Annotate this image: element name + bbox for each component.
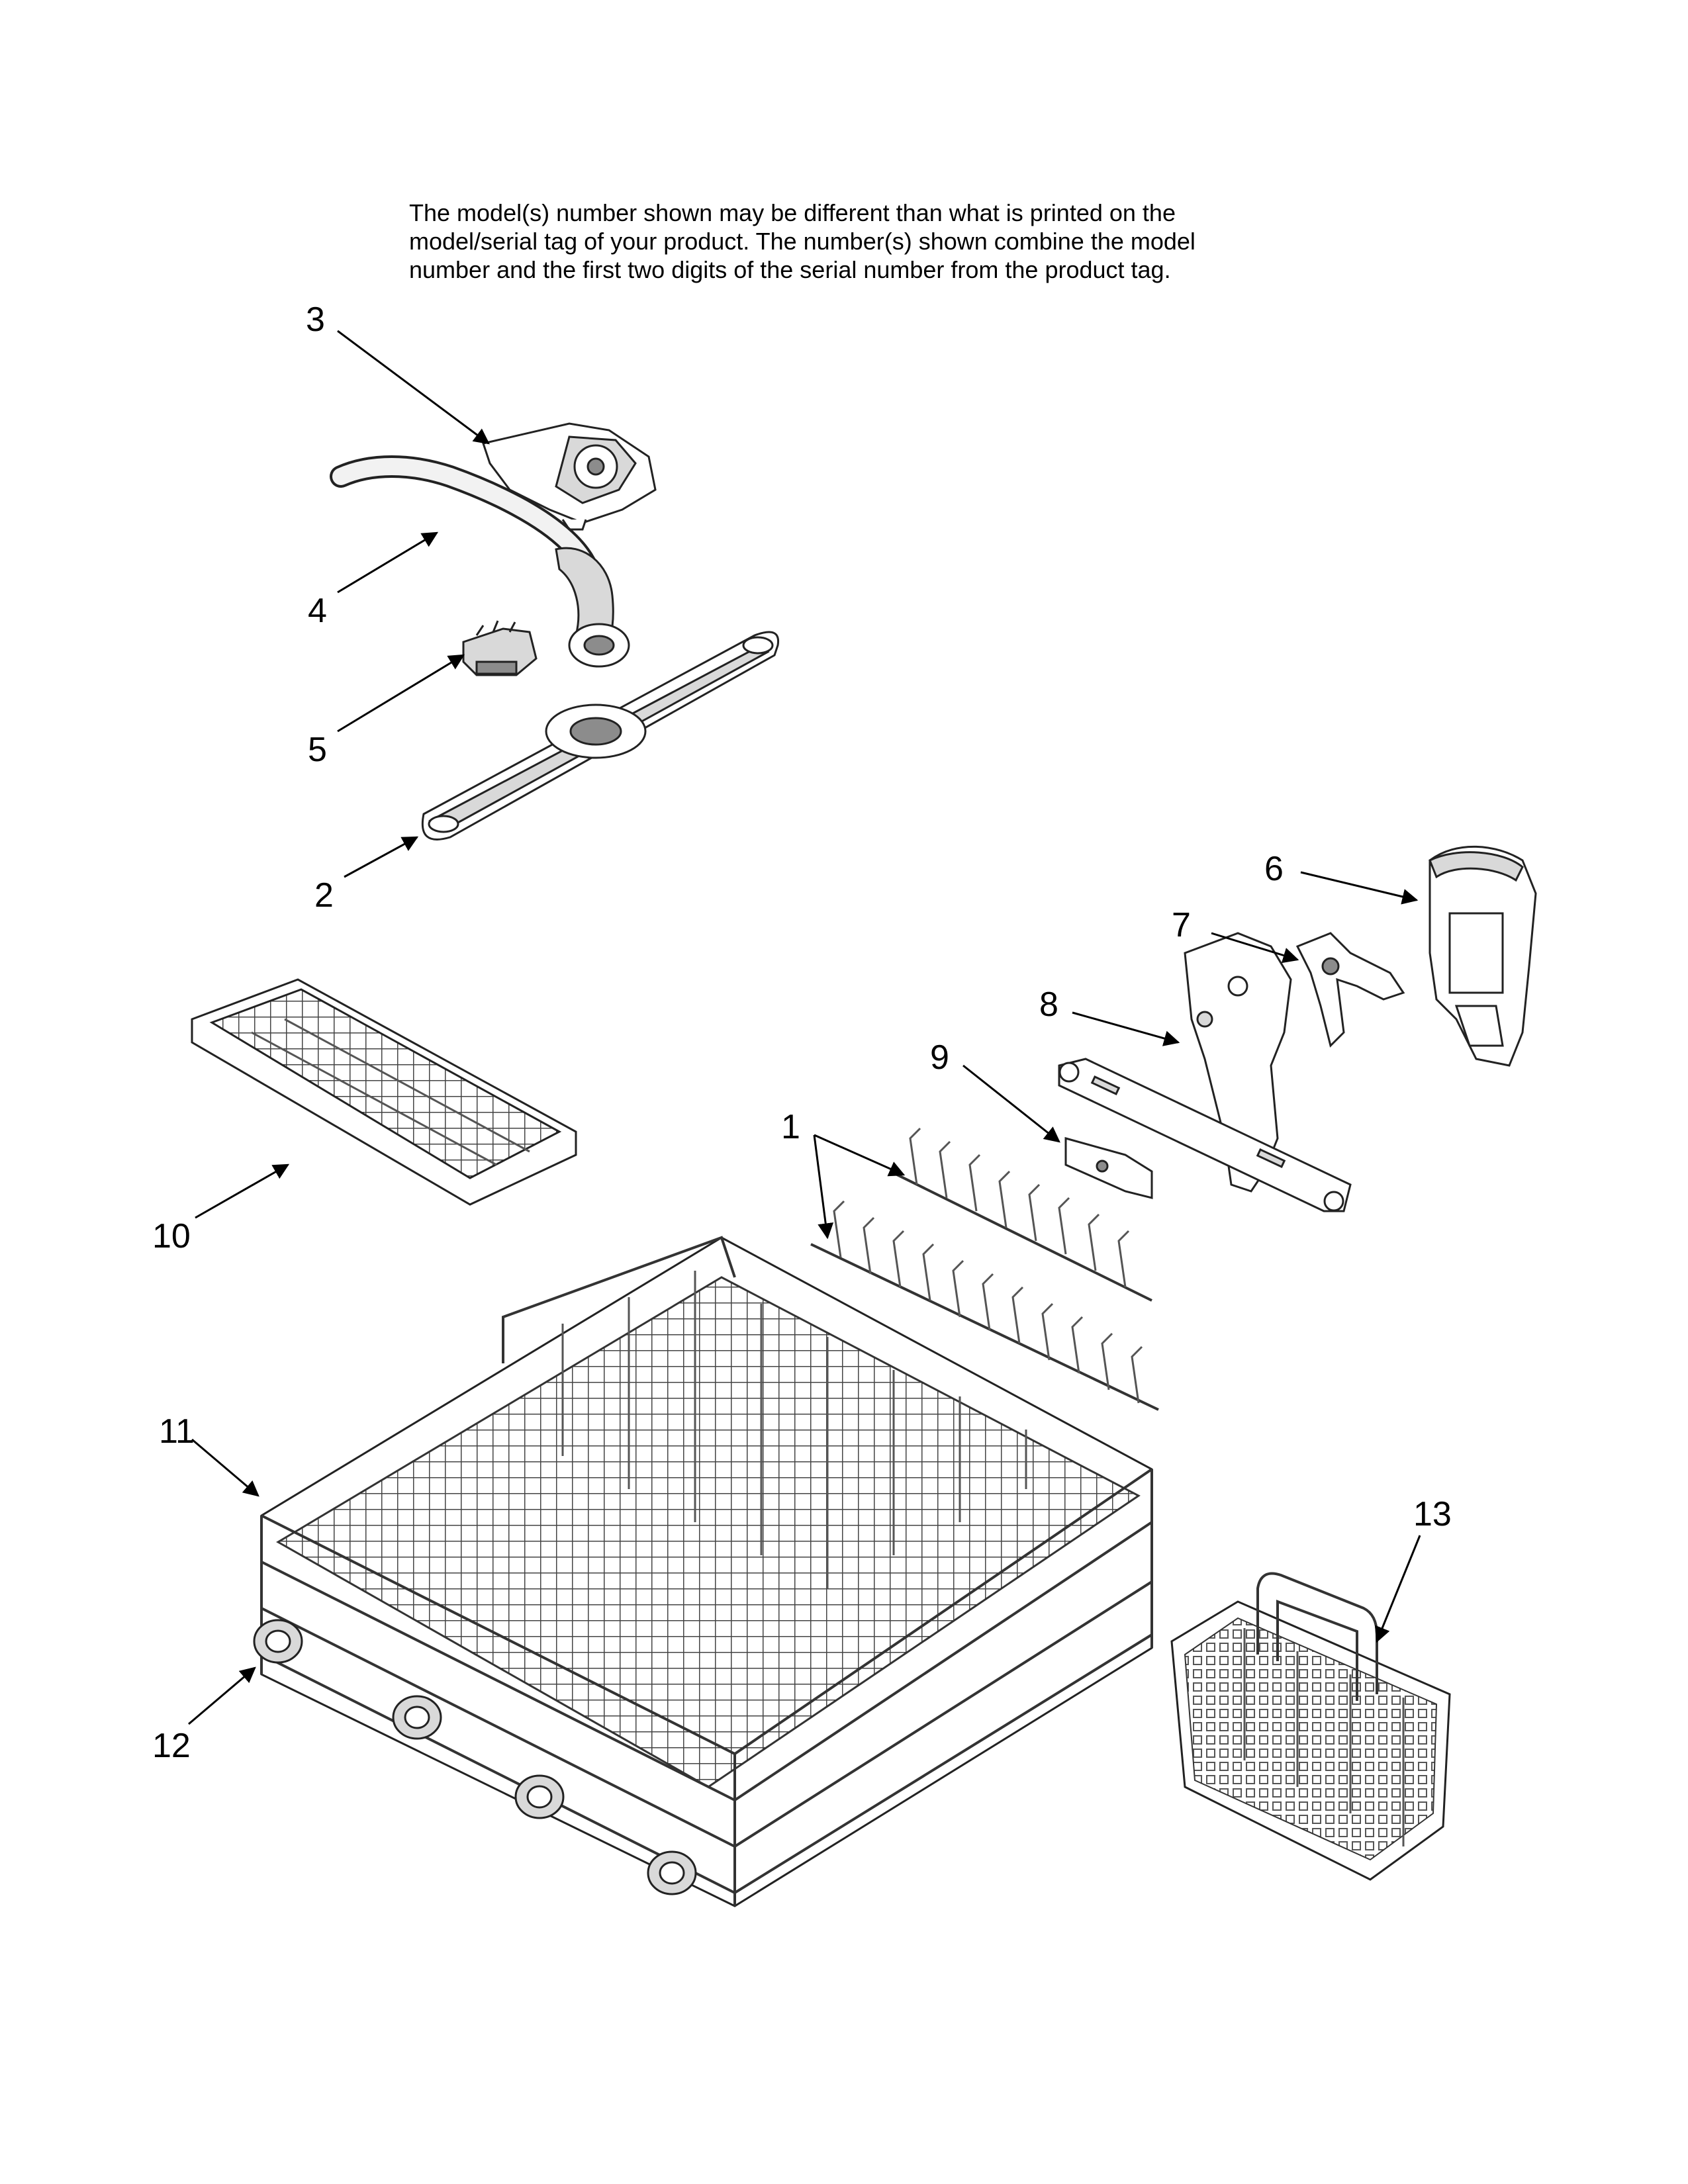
notice-line-2: model/serial tag of your product. The nu… <box>409 228 1196 255</box>
callout-1: 1 <box>781 1108 800 1146</box>
leader-2 <box>344 836 419 878</box>
part-1-tine-rows <box>810 1127 1159 1411</box>
leader-10 <box>195 1163 290 1219</box>
callout-4: 4 <box>308 592 327 630</box>
leader-12 <box>188 1666 256 1725</box>
callout-11: 11 <box>159 1412 195 1451</box>
leader-lines <box>188 330 1421 1725</box>
part-6-adjuster-cover <box>1429 845 1537 1067</box>
part-3-spray-arm-mount <box>482 422 657 531</box>
leader-3 <box>337 330 490 445</box>
part-12-wheels <box>253 1619 697 1895</box>
leader-13 <box>1375 1535 1421 1643</box>
callout-9: 9 <box>930 1038 949 1077</box>
part-10-tray <box>191 978 577 1206</box>
callout-10: 10 <box>152 1217 191 1255</box>
leader-5 <box>337 654 465 733</box>
callout-8: 8 <box>1039 985 1058 1024</box>
leader-7 <box>1211 932 1299 964</box>
part-11-lower-rack <box>260 1236 1153 1907</box>
adjuster-rail <box>1058 1058 1352 1212</box>
callout-2: 2 <box>314 876 334 915</box>
part-2-spray-arm <box>421 631 780 841</box>
callout-6: 6 <box>1264 850 1284 888</box>
callout-3: 3 <box>306 300 325 339</box>
part-9-block <box>1064 1137 1153 1199</box>
callout-7: 7 <box>1172 906 1191 944</box>
leader-6 <box>1300 871 1419 905</box>
part-13-silverware-basket <box>1170 1572 1451 1881</box>
callout-numbers: 3 4 5 2 6 7 8 9 1 10 11 12 13 <box>152 300 1452 1765</box>
leader-8 <box>1072 1011 1180 1046</box>
leader-4 <box>337 531 439 594</box>
leader-9 <box>962 1064 1060 1143</box>
part-5-clip <box>462 620 538 676</box>
part-4-feed-tube <box>330 455 630 668</box>
callout-12: 12 <box>152 1727 191 1765</box>
notice-line-3: number and the first two digits of the s… <box>409 256 1171 283</box>
callout-5: 5 <box>308 731 327 769</box>
model-number-notice: The model(s) number shown may be differe… <box>409 199 1336 284</box>
part-7-adjuster-lever <box>1295 932 1405 1048</box>
leader-1b <box>813 1134 834 1240</box>
leader-11 <box>191 1438 259 1497</box>
callout-13: 13 <box>1413 1495 1452 1533</box>
notice-line-1: The model(s) number shown may be differe… <box>409 199 1176 226</box>
leader-1a <box>814 1134 906 1177</box>
